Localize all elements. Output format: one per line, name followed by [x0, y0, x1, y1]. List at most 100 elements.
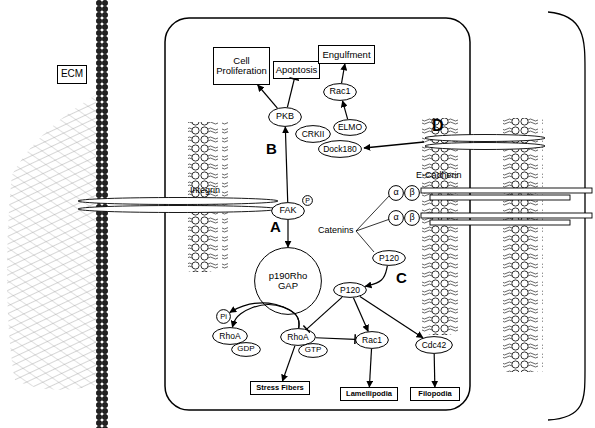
ellipse-shape — [303, 196, 313, 206]
ellipse-shape — [416, 337, 453, 354]
ellipse-shape — [296, 126, 331, 143]
activation-arrow — [230, 303, 299, 328]
outcome-box: Cell Proliferation — [213, 47, 270, 85]
ellipse-shape — [405, 186, 420, 201]
node-text: Filopodia — [418, 390, 451, 398]
node-text: RhoA — [287, 333, 308, 342]
lipid-bilayer — [503, 118, 543, 372]
activation-arrow — [282, 346, 294, 381]
outcome-box: Stress Fibers — [250, 381, 310, 395]
node-text: ECM — [61, 69, 83, 80]
ellipse-shape — [319, 141, 362, 158]
inhibition-connector — [307, 297, 342, 329]
leader-line — [356, 195, 390, 231]
outcome-box: Engulfment — [318, 45, 375, 64]
ellipse-shape — [213, 328, 248, 345]
activation-arrow — [342, 64, 345, 83]
node-text: Rac1 — [329, 87, 350, 96]
lipid-bilayer — [420, 118, 460, 335]
protein-ellipse: P120 — [372, 250, 406, 266]
node-text: Dock180 — [323, 145, 357, 154]
activation-arrow — [232, 304, 299, 328]
ellipse-shape — [356, 332, 389, 349]
ellipse-shape — [334, 283, 367, 298]
integrin-receptor — [78, 206, 278, 213]
inhibition-connector — [287, 79, 294, 107]
ellipse-shape — [299, 344, 328, 358]
node-text: ELMO — [338, 123, 362, 132]
node-text: FAK — [279, 206, 296, 215]
activation-arrow — [360, 296, 423, 337]
activation-arrow — [369, 349, 371, 387]
protein-ellipse: Cdc42 — [415, 336, 453, 354]
node-text: Engulfment — [322, 50, 370, 60]
outcome-box: Apoptosis — [273, 61, 320, 79]
outcome-box: Filopodia — [410, 387, 460, 401]
protein-ellipse: p190Rho GAP — [254, 247, 322, 315]
protein-ellipse: Pi — [216, 309, 231, 324]
protein-ellipse: PKB — [268, 107, 302, 127]
inhibition-connector — [316, 338, 355, 340]
node-text: P — [305, 197, 310, 204]
protein-ellipse: Rac1 — [323, 83, 357, 101]
protein-ellipse: α — [388, 210, 404, 226]
activation-arrow — [285, 127, 287, 202]
activation-arrow — [353, 298, 368, 331]
node-text: α — [393, 188, 398, 197]
pathway-letter: A — [270, 219, 281, 234]
node-text: β — [409, 213, 414, 222]
cadherin-bar — [430, 195, 570, 200]
protein-ellipse: FAK — [271, 202, 305, 220]
protein-ellipse: P — [302, 195, 313, 206]
ellipse-shape — [232, 343, 261, 357]
cadherin-bar — [421, 188, 592, 193]
activation-arrow — [287, 220, 288, 247]
basement-membrane — [96, 0, 108, 428]
node-text: Cell Proliferation — [214, 56, 269, 76]
ellipse-shape — [389, 186, 404, 201]
node-text: PKB — [276, 112, 294, 121]
node-text: GDP — [237, 345, 254, 353]
protein-ellipse: Rac1 — [355, 331, 389, 349]
ellipse-shape — [389, 211, 404, 226]
ellipse-shape — [324, 84, 357, 101]
part-label: E-Cadherin — [416, 171, 462, 180]
ellipse-shape — [281, 329, 316, 346]
protein-ellipse: CRKII — [295, 125, 331, 143]
protein-ellipse: GTP — [298, 343, 328, 358]
outcome-box: ECM — [57, 65, 87, 84]
cadherin-bar — [430, 220, 570, 225]
node-text: Cdc42 — [422, 341, 447, 350]
ellipse-shape — [373, 251, 406, 266]
node-text: Stress Fibers — [256, 384, 304, 392]
ellipse-shape — [269, 108, 302, 127]
part-label: Integrin — [190, 186, 220, 195]
protein-ellipse: β — [404, 185, 420, 201]
node-text: Rac1 — [362, 336, 382, 345]
node-text: β — [409, 188, 414, 197]
node-text: Lamellipodia — [346, 390, 392, 398]
node-text: Apoptosis — [276, 65, 318, 75]
activation-arrow — [434, 354, 436, 387]
pathway-letter: D — [432, 118, 444, 134]
lipid-bilayer — [188, 122, 228, 272]
outcome-box: Lamellipodia — [340, 387, 398, 401]
node-text: CRKII — [302, 130, 325, 139]
node-text: α — [393, 213, 398, 222]
receptor-arrow — [364, 142, 424, 148]
pathway-letter: C — [396, 270, 407, 285]
integrin-receptor — [78, 198, 278, 205]
protein-ellipse: GDP — [231, 342, 261, 357]
node-text: GTP — [305, 346, 321, 354]
activation-arrow — [258, 85, 278, 108]
pathway-letter: B — [266, 141, 277, 156]
ellipse-shape — [217, 310, 231, 324]
cadherin-bar — [421, 213, 592, 218]
engulfment-receptor — [425, 135, 545, 142]
engulfment-receptor — [425, 143, 545, 150]
protein-ellipse: P120 — [333, 282, 367, 298]
ecm-fibers — [7, 95, 96, 390]
